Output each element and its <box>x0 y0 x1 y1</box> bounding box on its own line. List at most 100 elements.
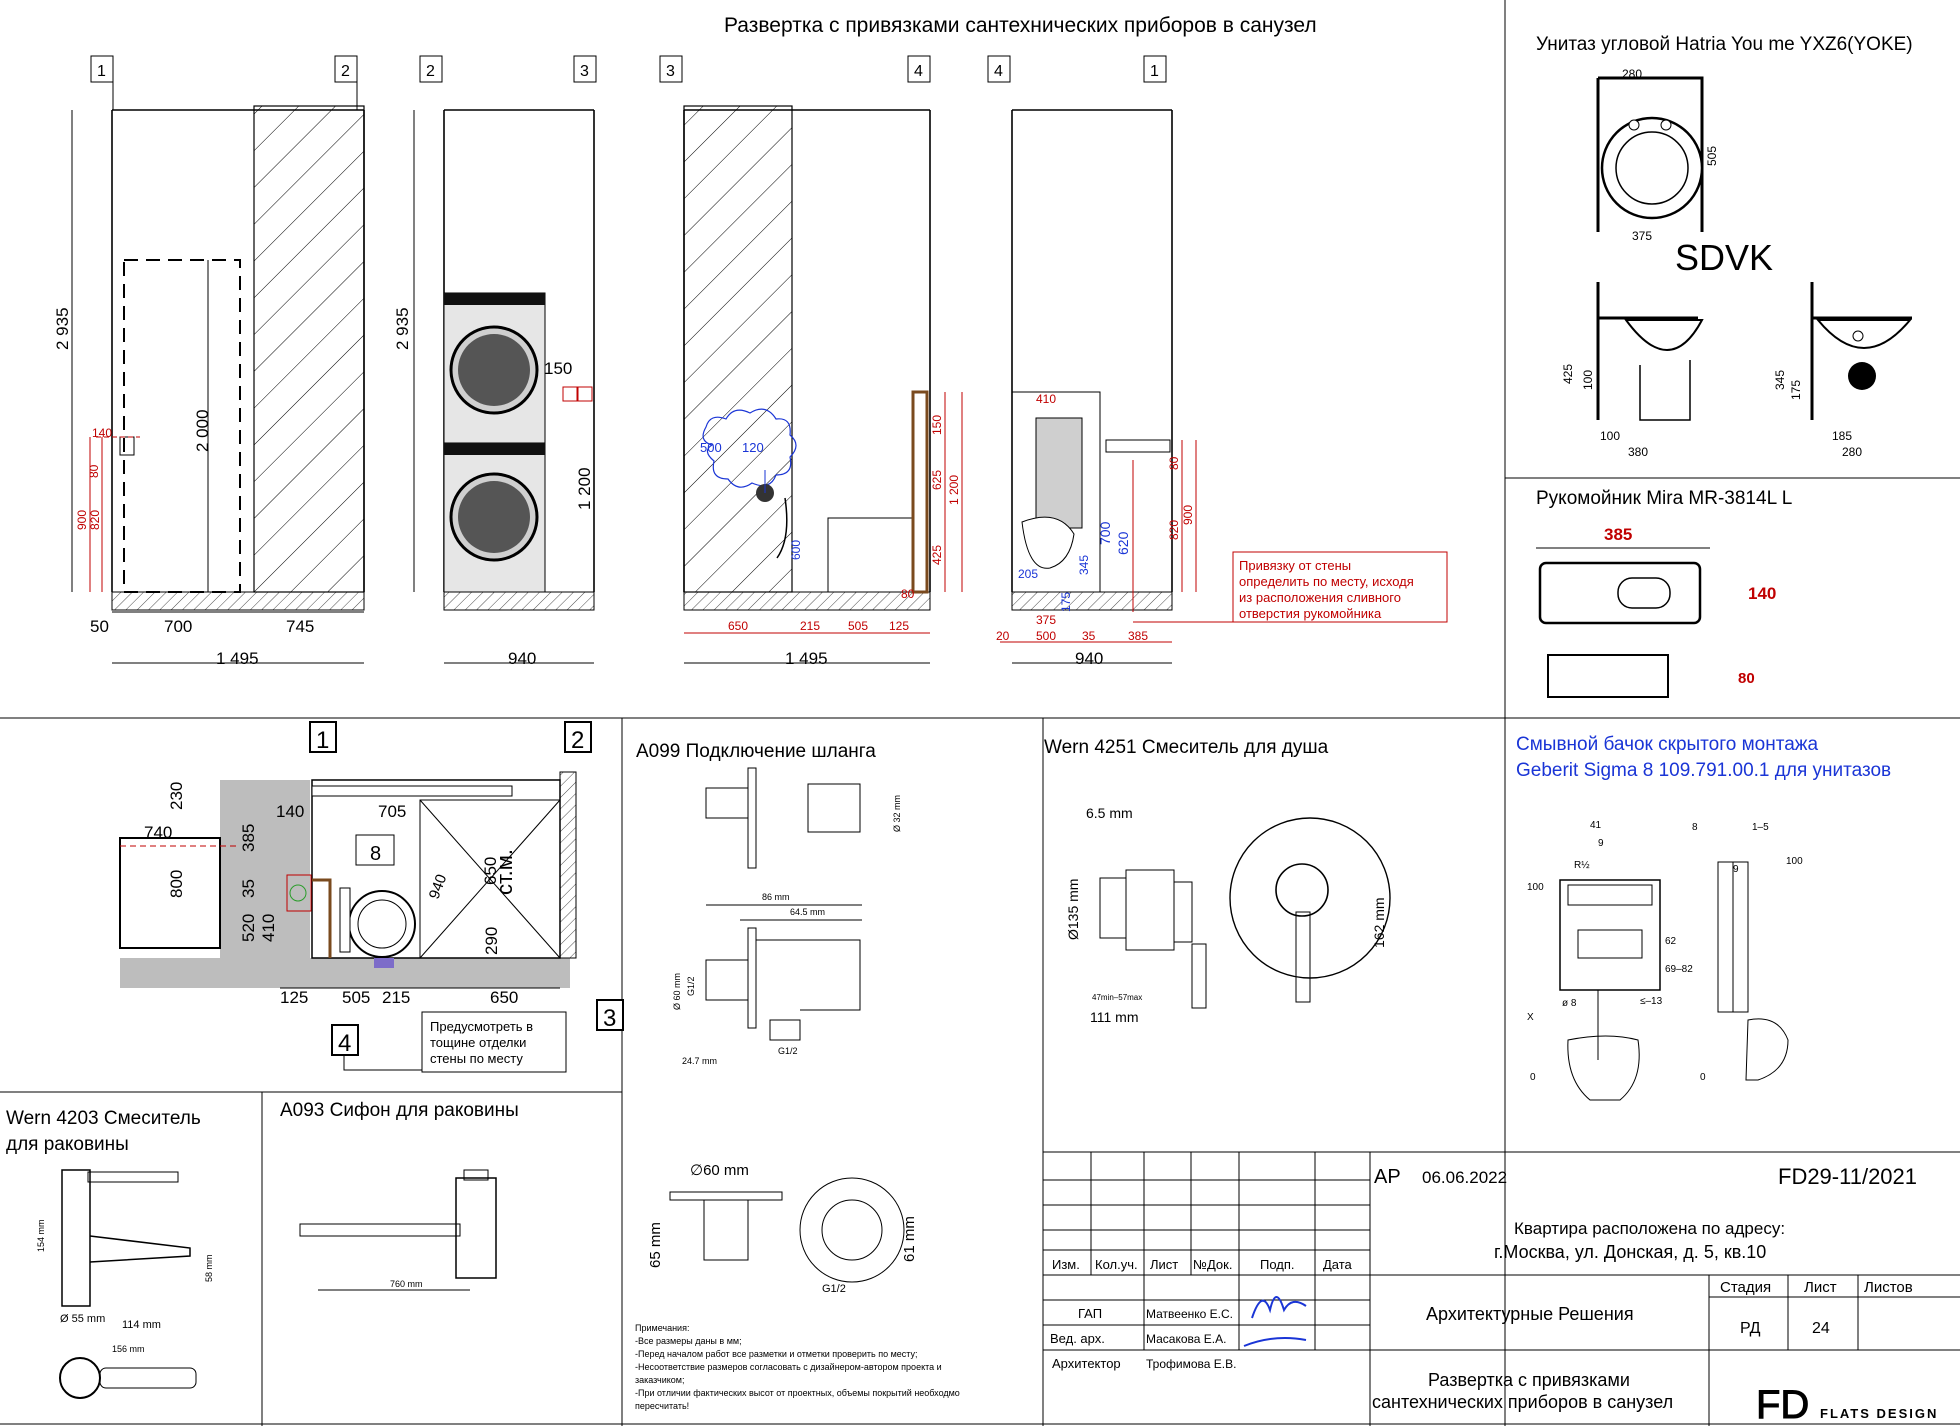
outlet-box <box>119 436 135 456</box>
svg-text:сантехнических приборов в сану: сантехнических приборов в санузел <box>1372 1392 1673 1412</box>
svg-text:156 mm: 156 mm <box>112 1344 145 1354</box>
svg-text:4: 4 <box>914 63 923 80</box>
svg-text:ст.м.: ст.м. <box>492 849 517 895</box>
svg-text:100: 100 <box>1600 429 1620 443</box>
svg-text:Подп.: Подп. <box>1260 1257 1295 1272</box>
svg-text:ø 8: ø 8 <box>1562 998 1577 1009</box>
svg-text:3: 3 <box>603 1005 616 1032</box>
svg-text:150: 150 <box>930 415 944 435</box>
svg-text:385: 385 <box>239 824 258 852</box>
svg-text:175: 175 <box>1789 380 1803 400</box>
svg-text:R½: R½ <box>1574 860 1590 871</box>
svg-text:Листов: Листов <box>1864 1279 1913 1296</box>
shower-mixer-panel: Wern 4251 Смеситель для душа 6.5 mm Ø135… <box>1044 737 1391 1025</box>
svg-text:4: 4 <box>338 1030 351 1057</box>
svg-text:86 mm: 86 mm <box>762 892 790 902</box>
svg-text:62: 62 <box>1665 936 1677 947</box>
svg-text:SDVK: SDVK <box>1675 237 1773 278</box>
svg-text:80: 80 <box>1738 670 1755 687</box>
svg-text:385: 385 <box>1604 525 1632 544</box>
svg-text:150: 150 <box>544 359 572 378</box>
svg-text:100: 100 <box>1581 370 1595 390</box>
svg-text:162 mm: 162 mm <box>1371 897 1387 948</box>
svg-text:1–5: 1–5 <box>1752 822 1769 833</box>
axis-tag-1 <box>90 55 114 83</box>
svg-text:Ø 32 mm: Ø 32 mm <box>892 795 902 832</box>
svg-text:9: 9 <box>1598 838 1604 849</box>
svg-text:4: 4 <box>994 63 1003 80</box>
svg-text:0: 0 <box>1700 1072 1706 1083</box>
svg-text:69–82: 69–82 <box>1665 964 1693 975</box>
svg-text:0: 0 <box>1530 1072 1536 1083</box>
svg-text:9: 9 <box>1733 864 1739 875</box>
revision-cloud <box>702 408 797 488</box>
svg-text:Архитектор: Архитектор <box>1052 1356 1121 1371</box>
svg-text:205: 205 <box>1018 567 1038 581</box>
svg-text:АР: АР <box>1374 1166 1401 1188</box>
svg-text:47min–57max: 47min–57max <box>1092 993 1142 1002</box>
svg-text:-Несоответствие размеров согла: -Несоответствие размеров согласовать с д… <box>635 1362 942 1372</box>
svg-text:375: 375 <box>1632 229 1652 243</box>
svg-text:из расположения сливного: из расположения сливного <box>1239 590 1401 605</box>
svg-text:Дата: Дата <box>1323 1257 1353 1272</box>
svg-text:А093 Сифон для раковины: А093 Сифон для раковины <box>280 1100 519 1121</box>
svg-text:1: 1 <box>97 63 106 80</box>
svg-text:ГАП: ГАП <box>1078 1306 1102 1321</box>
elevation-2: 2 3 2 935 150 1 200 940 <box>393 55 597 668</box>
svg-text:РД: РД <box>1740 1320 1761 1337</box>
svg-text:Geberit Sigma 8 109.791.00.1 д: Geberit Sigma 8 109.791.00.1 для унитазо… <box>1516 760 1891 781</box>
svg-text:Кол.уч.: Кол.уч. <box>1095 1257 1138 1272</box>
svg-text:2 935: 2 935 <box>393 307 412 350</box>
svg-text:111 mm: 111 mm <box>1090 1009 1139 1025</box>
svg-text:125: 125 <box>280 988 308 1007</box>
svg-text:175: 175 <box>1059 592 1073 612</box>
svg-text:Wern 4203 Смеситель: Wern 4203 Смеситель <box>6 1108 201 1129</box>
elevation-1: 1 2 2 935 2 000 140 80 900 820 50 700 74… <box>53 55 365 668</box>
svg-text:Лист: Лист <box>1804 1279 1837 1296</box>
svg-text:745: 745 <box>286 617 314 636</box>
svg-text:900: 900 <box>75 510 89 530</box>
svg-text:-При отличии фактических высот: -При отличии фактических высот от проект… <box>635 1388 960 1398</box>
svg-text:8: 8 <box>1692 822 1698 833</box>
svg-text:Лист: Лист <box>1150 1257 1178 1272</box>
svg-text:Wern 4251 Смеситель для душа: Wern 4251 Смеситель для душа <box>1044 737 1329 758</box>
svg-text:Трофимова Е.В.: Трофимова Е.В. <box>1146 1357 1236 1371</box>
svg-text:20: 20 <box>996 629 1010 643</box>
basin-spec-panel: Рукомойник Mira MR-3814L L 385 140 80 <box>1536 488 1792 698</box>
svg-text:705: 705 <box>378 802 406 821</box>
svg-text:Стадия: Стадия <box>1720 1279 1771 1296</box>
svg-text:140: 140 <box>276 802 304 821</box>
siphon-panel: А093 Сифон для раковины 760 mm <box>280 1100 519 1291</box>
svg-text:114 mm: 114 mm <box>122 1319 161 1331</box>
svg-text:520: 520 <box>239 914 258 942</box>
svg-text:2 935: 2 935 <box>53 307 72 350</box>
svg-text:Смывной бачок скрытого монтажа: Смывной бачок скрытого монтажа <box>1516 734 1818 755</box>
svg-text:700: 700 <box>164 617 192 636</box>
svg-text:Ø135 mm: Ø135 mm <box>1065 879 1081 940</box>
svg-text:50: 50 <box>90 617 109 636</box>
floor-slab <box>111 591 365 611</box>
svg-text:375: 375 <box>1036 613 1056 627</box>
svg-text:80: 80 <box>1167 456 1181 470</box>
svg-text:Предусмотреть в: Предусмотреть в <box>430 1019 533 1034</box>
svg-text:600: 600 <box>789 540 803 560</box>
svg-text:140: 140 <box>1748 584 1776 603</box>
elevation-3: 3 4 500 120 600 150 625 1 200 425 80 650… <box>659 55 963 668</box>
elevation-4: 4 1 410 205 175 345 700 620 80 820 900 П… <box>987 55 1448 668</box>
axis-tag-2 <box>334 55 358 83</box>
cistern-spec-panel: Смывной бачок скрытого монтажа Geberit S… <box>1516 734 1891 1101</box>
svg-text:380: 380 <box>1628 445 1648 459</box>
svg-text:Масакова Е.А.: Масакова Е.А. <box>1146 1332 1226 1346</box>
svg-text:650: 650 <box>481 857 500 885</box>
svg-text:для раковины: для раковины <box>6 1134 129 1155</box>
hatched-wall <box>253 105 365 593</box>
svg-text:∅60 mm: ∅60 mm <box>690 1162 749 1179</box>
svg-text:Примечания:: Примечания: <box>635 1323 689 1333</box>
svg-text:Привязку от стены: Привязку от стены <box>1239 558 1351 573</box>
svg-text:А099 Подключение шланга: А099 Подключение шланга <box>636 741 876 762</box>
svg-text:1 200: 1 200 <box>947 475 961 505</box>
svg-text:Рукомойник Mira MR-3814L L: Рукомойник Mira MR-3814L L <box>1536 488 1792 509</box>
svg-text:35: 35 <box>239 879 258 898</box>
svg-text:Архитектурные Решения: Архитектурные Решения <box>1426 1304 1634 1324</box>
svg-text:625: 625 <box>930 470 944 490</box>
